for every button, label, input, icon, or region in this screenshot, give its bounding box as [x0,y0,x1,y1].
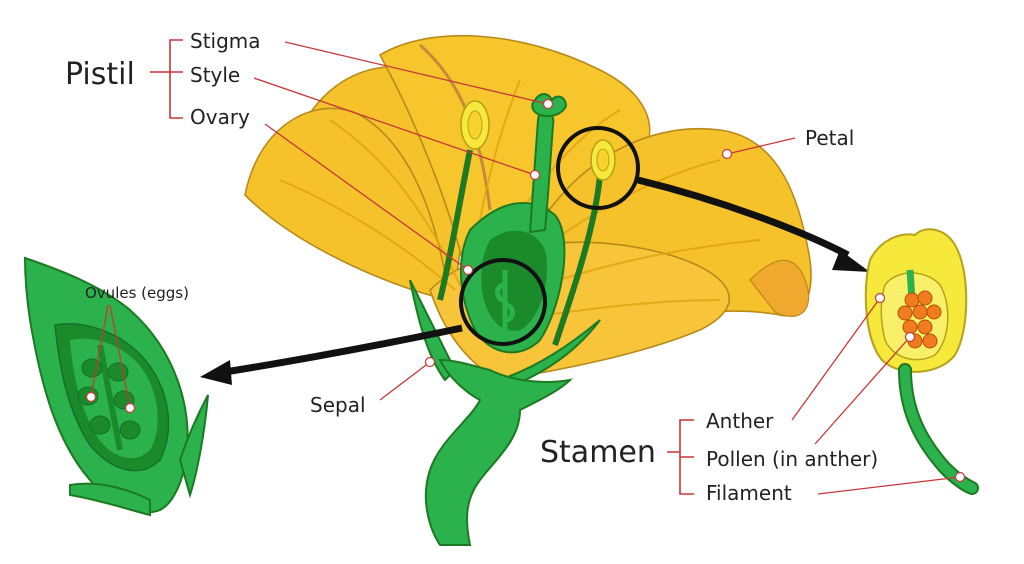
dot-stigma [542,98,554,110]
dot-ovary [462,264,474,276]
ovary-section-base [69,482,151,517]
pollen-grain [926,304,942,320]
arrow-to-anther-head [832,250,870,272]
left-stamen-filament [437,149,473,301]
dot-petal [721,148,733,160]
pollen-grain [917,319,933,335]
anther-zoom-circle [556,126,640,210]
zoom-arrows [200,176,870,385]
ovary-section-sepal-right [178,394,209,499]
label-ovules: Ovules (eggs) [85,284,189,302]
ovule [81,358,103,378]
petal-left-body [244,107,451,302]
ovule [119,420,141,440]
leader-style [253,77,536,176]
dot-filament [954,471,966,483]
pollen-grain [922,333,938,349]
label-pistil: Pistil [65,57,135,92]
label-stamen: Stamen [540,435,656,470]
arrow-to-anther [637,176,850,259]
dot-ovule-1 [85,391,97,403]
leader-pollen [814,336,911,445]
label-petal: Petal [805,126,854,150]
petal-right-shadow [749,259,810,317]
left-stamen-anther-inner [467,110,483,140]
leader-petal [726,137,796,155]
label-pollen: Pollen (in anther) [706,447,878,471]
label-style: Style [190,63,240,87]
ovary-chamber [481,230,548,331]
flower-illustration [244,34,812,546]
leader-ovary [264,123,469,271]
right-stamen-filament [552,174,603,346]
pollen-grain [902,319,918,335]
leader-ovule-2 [109,304,131,409]
label-ovary: Ovary [190,105,250,129]
ovary-cross-section [23,256,209,517]
ovule-stalk [97,344,123,451]
label-filament: Filament [706,481,792,505]
leader-lines [85,41,966,495]
label-sepal: Sepal [310,393,366,417]
pollen-grain [904,292,920,308]
pollen-grain [912,304,928,320]
dot-ovule-2 [124,402,136,414]
dot-style [529,169,541,181]
right-stamen-anther-inner [596,148,610,172]
dot-sepal [424,356,436,368]
leader-ovule-1 [90,304,109,398]
pistil-bracket [150,39,183,119]
leader-sepal [379,361,431,401]
arrow-to-ovary [224,324,463,376]
ovule [107,362,129,382]
anther-close-up [864,228,979,495]
dot-pollen [904,331,916,343]
label-anther: Anther [706,409,774,433]
pollen-grains [897,290,942,349]
leader-stigma [284,41,549,105]
ovary-zoom-circle [459,258,547,346]
pollen-grain [917,290,933,306]
label-stigma: Stigma [190,29,261,53]
dot-anther [874,292,886,304]
leader-filament [817,476,961,495]
leader-anther [791,297,881,421]
receptacle-and-stem [424,358,573,546]
pollen-grain [897,305,913,321]
ovary-ovule-stalk [495,270,515,330]
stamen-bracket [667,419,694,495]
close-up-filament-fill [900,365,977,493]
ovule [89,415,111,435]
arrow-to-ovary-head [200,360,232,385]
